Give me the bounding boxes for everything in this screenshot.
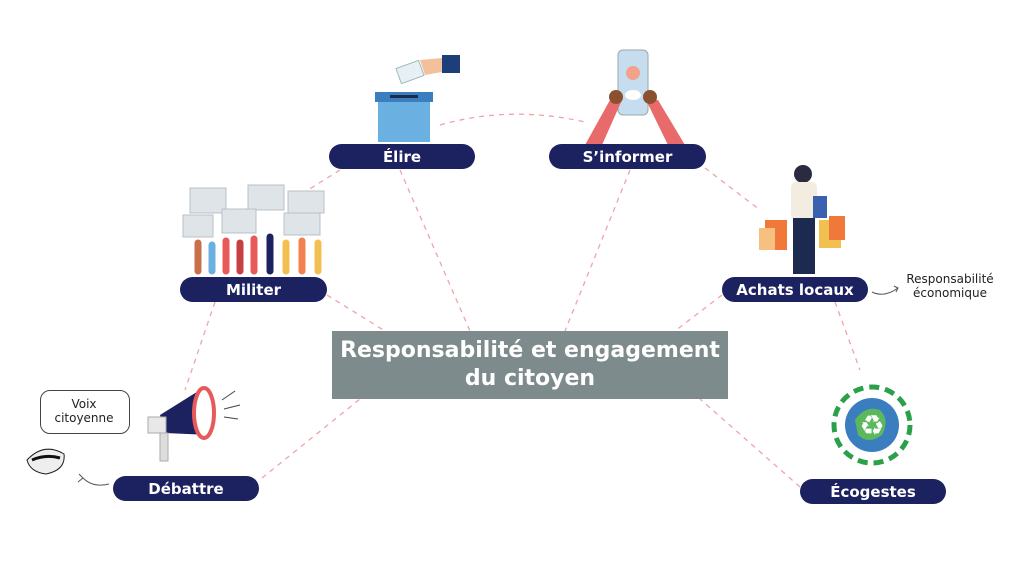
note-line: Voix <box>71 397 97 411</box>
smartphone-hands-icon <box>585 49 685 145</box>
node-elire: Élire <box>329 144 475 169</box>
shopper-icon <box>759 165 845 274</box>
megaphone-icon <box>147 386 241 462</box>
radial-achats <box>674 294 723 332</box>
note-line: Responsabilité <box>906 272 994 286</box>
responsabilite-economique-note: Responsabilité économique <box>900 272 1000 300</box>
center-title-line2: du citoyen <box>464 366 596 391</box>
center-title-line1: Responsabilité et engagement <box>340 338 720 363</box>
curved-arrow-icon <box>77 473 110 486</box>
curved-arrow-right-icon <box>871 285 899 295</box>
ballot-box-icon <box>375 55 460 142</box>
radial-sinformer <box>564 169 631 332</box>
protest-signs-icon <box>182 184 325 275</box>
arc-sinformer-achats <box>704 167 761 211</box>
node-sinformer: S’informer <box>549 144 706 169</box>
node-achats-locaux: Achats locaux <box>722 277 868 302</box>
speech-bubble <box>40 390 130 434</box>
radial-elire <box>399 169 471 332</box>
radial-militer <box>326 294 386 332</box>
node-militer: Militer <box>180 277 327 302</box>
lips-icon <box>26 448 65 475</box>
note-line: citoyenne <box>54 411 114 425</box>
voix-citoyenne-note: Voix citoyenne <box>40 397 128 425</box>
note-line: économique <box>913 286 987 300</box>
arc-elire-sinformer <box>439 113 586 126</box>
node-debattre: Débattre <box>113 476 259 501</box>
radial-debattre <box>261 398 361 479</box>
center-title-box: Responsabilité et engagement du citoyen <box>332 331 728 399</box>
svg-text:♻: ♻ <box>859 410 884 441</box>
arc-militer-debattre <box>184 301 216 391</box>
arc-achats-ecogestes <box>834 301 861 371</box>
radial-ecogestes <box>699 398 801 488</box>
node-ecogestes: Écogestes <box>800 479 946 504</box>
recycling-globe-icon: ♻ <box>831 384 913 466</box>
arc-elire-militer <box>299 169 341 196</box>
